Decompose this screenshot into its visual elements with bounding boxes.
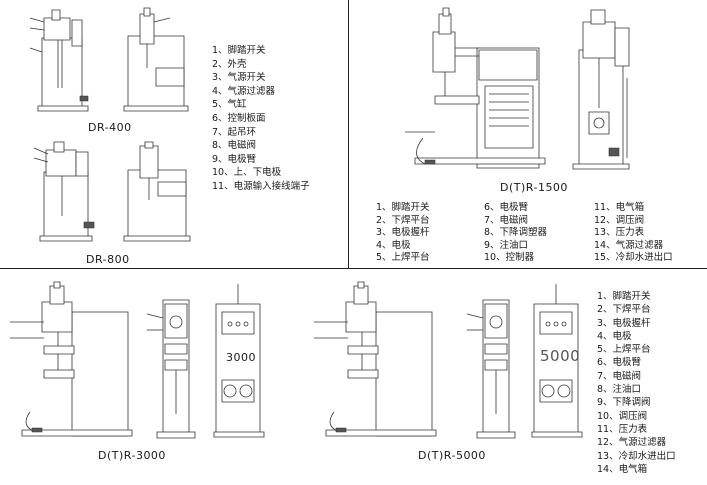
legend-item: 12、气源过滤器 [597, 437, 667, 449]
dtr5000-caption: D(T)R-5000 [418, 449, 486, 462]
dtr3000-caption: D(T)R-3000 [98, 449, 166, 462]
legend-item: 14、气源过滤器 [594, 239, 664, 251]
legend-item: 14、电气箱 [597, 463, 648, 475]
legend-item: 7、起吊环 [212, 126, 257, 138]
legend-item: 3、气源开关 [212, 72, 266, 84]
dtr5000-cabinet [528, 284, 586, 440]
legend-item: 2、下焊平台 [376, 214, 430, 226]
dtr1500-parts-legend: 1、脚踏开关 2、下焊平台 3、电极握杆 4、电极 5、上焊平台 6、电极臂 7… [376, 202, 706, 267]
dtr3000-front-view [145, 294, 205, 440]
legend-item: 9、注油口 [484, 239, 529, 251]
dtr1500-side-view [395, 8, 555, 173]
legend-item: 13、压力表 [594, 227, 645, 238]
legend-item: 2、外壳 [212, 58, 247, 70]
legend-item: 9、电极臂 [212, 153, 257, 165]
legend-item: 11、电源输入接线端子 [212, 180, 310, 192]
dtr1500-front-view [565, 8, 645, 173]
legend-item: 13、冷却水进出口 [597, 450, 676, 462]
legend-item: 5、上焊平台 [597, 344, 651, 356]
legend-item: 1、脚踏开关 [212, 45, 266, 56]
legend-item: 4、气源过滤器 [212, 85, 276, 97]
legend-item: 2、下焊平台 [597, 304, 651, 316]
dr-parts-legend: 1、脚踏开关 2、外壳 3、气源开关 4、气源过滤器 5、气缸 6、控制板面 7… [212, 44, 310, 194]
legend-item: 11、电气箱 [594, 202, 645, 213]
legend-item: 8、下降调塑器 [484, 227, 548, 238]
dr800-front-view [120, 142, 200, 242]
legend-item: 6、电极臂 [597, 357, 642, 369]
dtr3000-cabinet [210, 284, 268, 440]
dr800-caption: DR-800 [86, 253, 130, 266]
horizontal-divider [0, 268, 707, 269]
legend-item: 5、气缸 [212, 99, 247, 111]
legend-item: 9、下降调阀 [597, 397, 651, 409]
dr400-side-view [28, 8, 98, 113]
dtr5000-front-view [465, 294, 525, 440]
vertical-divider [348, 0, 349, 268]
legend-item: 10、调压阀 [597, 410, 648, 422]
dtr5000-cabinet-number: 5000 [540, 347, 581, 365]
dr800-side-view [32, 142, 102, 242]
dtr3000-cabinet-number: 3000 [226, 351, 256, 364]
dr400-front-view [120, 8, 200, 113]
legend-item: 6、控制板面 [212, 112, 266, 124]
legend-item: 10、控制器 [484, 252, 535, 263]
legend-item: 6、电极臂 [484, 202, 529, 213]
dr400-caption: DR-400 [88, 121, 132, 134]
legend-item: 3、电极握杆 [376, 227, 430, 238]
legend-item: 7、电磁阀 [484, 214, 529, 226]
legend-item: 15、冷却水进出口 [594, 252, 673, 263]
dtr5000-side-view [312, 282, 437, 440]
legend-item: 7、电磁阀 [597, 370, 642, 382]
legend-item: 1、脚踏开关 [597, 291, 651, 302]
legend-item: 8、注油口 [597, 384, 642, 396]
legend-item: 12、调压阀 [594, 214, 645, 226]
dtr1500-caption: D(T)R-1500 [500, 181, 568, 194]
legend-item: 3、电极握杆 [597, 317, 651, 329]
legend-item: 4、电极 [597, 330, 632, 342]
legend-item: 4、电极 [376, 239, 411, 251]
legend-item: 1、脚踏开关 [376, 202, 430, 213]
legend-item: 11、压力表 [597, 423, 648, 435]
legend-item: 8、电磁阀 [212, 140, 257, 152]
legend-item: 5、上焊平台 [376, 252, 430, 263]
legend-item: 10、上、下电极 [212, 167, 282, 179]
dtr3000-side-view [8, 282, 133, 440]
dtr3000-5000-parts-legend: 1、脚踏开关 2、下焊平台 3、电极握杆 4、电极 5、上焊平台 6、电极臂 7… [597, 290, 676, 476]
